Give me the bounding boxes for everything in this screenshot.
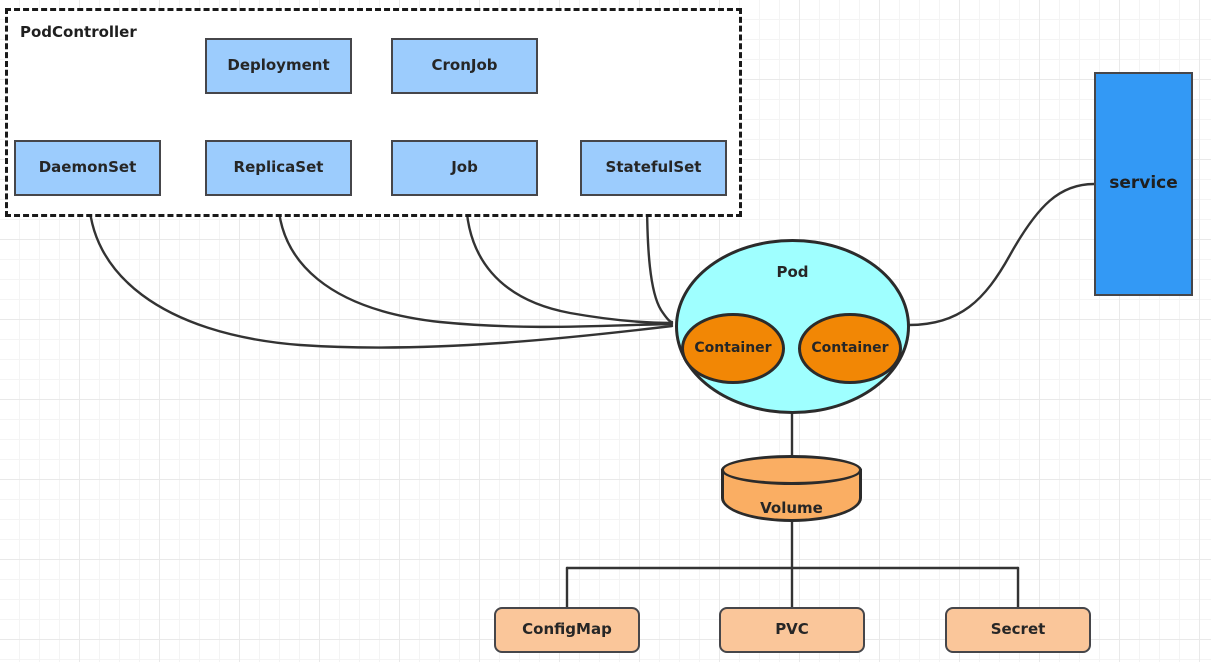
node-volume-label: Volume — [760, 499, 823, 517]
node-daemonset-label: DaemonSet — [38, 158, 137, 177]
volume-cylinder-top — [721, 455, 862, 485]
node-secret[interactable]: Secret — [945, 607, 1091, 653]
node-pod-label: Pod — [776, 263, 809, 281]
edge-daemonset-pod — [87, 194, 674, 349]
node-deployment[interactable]: Deployment — [205, 38, 352, 94]
node-replicaset-label: ReplicaSet — [233, 158, 324, 177]
node-service-label: service — [1109, 173, 1178, 194]
node-container-1[interactable]: Container — [681, 313, 785, 384]
node-configmap[interactable]: ConfigMap — [494, 607, 640, 653]
node-job[interactable]: Job — [391, 140, 538, 196]
node-container-2-label: Container — [811, 340, 889, 357]
node-configmap-label: ConfigMap — [522, 620, 612, 639]
node-replicaset[interactable]: ReplicaSet — [205, 140, 352, 196]
node-volume[interactable]: Volume — [721, 455, 862, 536]
node-cronjob-label: CronJob — [431, 56, 498, 75]
node-statefulset[interactable]: StatefulSet — [580, 140, 727, 196]
node-pvc[interactable]: PVC — [719, 607, 865, 653]
node-cronjob[interactable]: CronJob — [391, 38, 538, 94]
node-statefulset-label: StatefulSet — [605, 158, 702, 177]
node-service[interactable]: service — [1094, 72, 1193, 296]
node-secret-label: Secret — [990, 620, 1046, 639]
node-deployment-label: Deployment — [227, 56, 330, 75]
node-container-2[interactable]: Container — [798, 313, 902, 384]
edge-pod-service — [907, 182, 1096, 327]
node-container-1-label: Container — [694, 340, 772, 357]
node-pvc-label: PVC — [775, 620, 809, 639]
node-job-label: Job — [451, 158, 478, 177]
node-daemonset[interactable]: DaemonSet — [14, 140, 161, 196]
podcontroller-group-label: PodController — [20, 23, 137, 41]
